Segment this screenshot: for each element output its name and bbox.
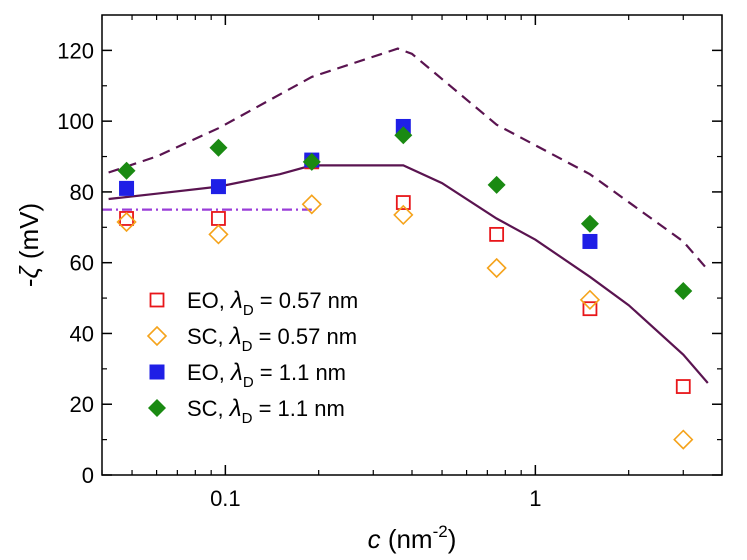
data-point-diamond-open (208, 224, 229, 245)
legend: EO, λD = 0.57 nm SC, λD = 0.57 nm EO, λD =… (146, 287, 358, 427)
legend-label: SC, λD = 0.57 nm (187, 323, 357, 355)
data-point-diamond-open (393, 204, 414, 226)
y-axis-prefix: - (14, 278, 44, 287)
data-point-diamond-filled (394, 126, 413, 145)
data-point-diamond-filled (209, 138, 228, 157)
data-point-square-filled (210, 179, 226, 195)
data-point-diamond-open (116, 211, 137, 233)
data-point-diamond-filled (117, 161, 136, 180)
y-tick-label: 120 (57, 38, 94, 63)
data-point-diamond-open (486, 257, 507, 279)
y-tick-label: 100 (57, 109, 94, 134)
x-tick-label: 1 (529, 486, 541, 511)
x-axis-variable: c (368, 524, 381, 554)
y-tick-label: 20 (70, 392, 94, 417)
legend-marker (149, 364, 165, 380)
data-point-diamond-filled (580, 214, 599, 233)
y-axis-variable: ζ (14, 264, 44, 278)
data-point-diamond-filled (487, 175, 506, 194)
legend-marker (149, 292, 165, 308)
data-point-square-open (489, 226, 505, 242)
data-point-square-open (675, 379, 691, 394)
curve-layer (102, 47, 709, 384)
legend-marker (146, 325, 168, 347)
y-tick-label: 60 (70, 251, 94, 276)
model-curve-dashed (108, 47, 709, 271)
x-tick-label: 0.1 (210, 486, 241, 511)
y-axis-label: -ζ (mV) (14, 203, 44, 287)
y-axis-unit: (mV) (14, 203, 44, 267)
y-tick-label: 0 (82, 463, 94, 488)
data-point-square-filled (582, 233, 598, 249)
data-point-diamond-open (579, 289, 601, 310)
data-point-diamond-filled (674, 282, 693, 300)
y-tick-label: 80 (70, 180, 94, 205)
axes: 0 20 40 60 80 100 120 0.1 1 (57, 14, 723, 511)
legend-label: SC, λD = 1.1 nm (187, 395, 345, 427)
marker-layer (116, 118, 694, 450)
data-point-diamond-filled (302, 152, 321, 171)
data-point-square-open (395, 195, 411, 210)
data-point-square-open (211, 211, 226, 226)
data-point-diamond-open (673, 429, 694, 450)
x-axis-close: ) (448, 524, 457, 554)
data-point-diamond-open (301, 194, 322, 215)
x-axis-exponent: -2 (433, 522, 448, 541)
legend-label: EO, λD = 0.57 nm (187, 287, 358, 319)
y-tick-label: 40 (70, 321, 94, 346)
legend-marker (148, 399, 166, 417)
data-point-square-open (582, 301, 598, 317)
model-curve-solid (108, 164, 709, 384)
data-point-square-filled (119, 180, 135, 196)
x-axis-unit: (nm (381, 524, 433, 554)
legend-label: EO, λD = 1.1 nm (187, 359, 346, 391)
x-axis-label: c (nm-2) (368, 522, 457, 554)
